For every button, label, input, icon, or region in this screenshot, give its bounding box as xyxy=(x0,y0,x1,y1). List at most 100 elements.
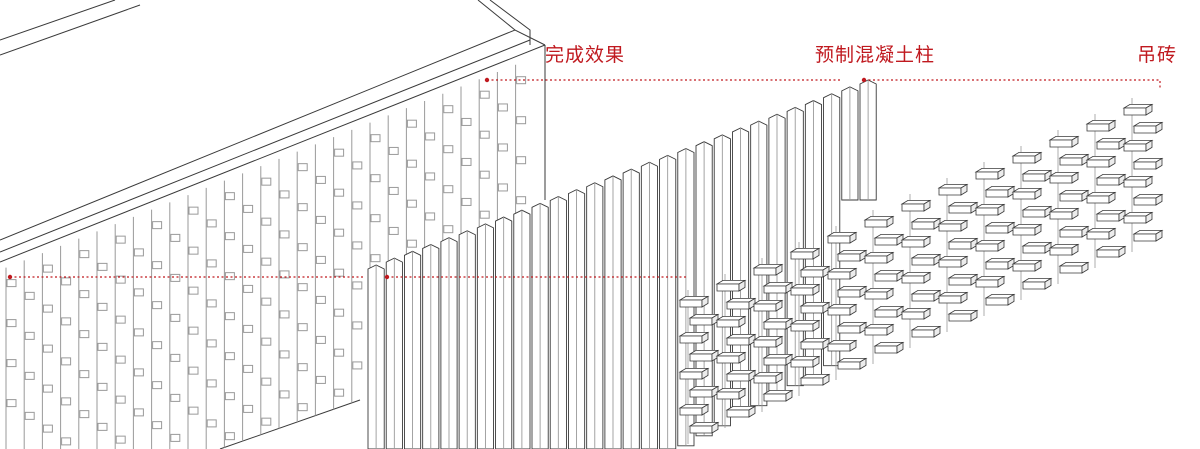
facade-brick xyxy=(243,324,254,333)
brick-front xyxy=(716,319,740,328)
facade-brick xyxy=(61,317,72,326)
facade-brick xyxy=(6,279,17,288)
brick-front xyxy=(938,259,962,268)
facade-brick xyxy=(443,105,454,114)
brick-front xyxy=(938,295,962,304)
ground-line xyxy=(219,399,361,449)
facade-brick xyxy=(243,284,254,293)
brick-front xyxy=(679,407,703,416)
facade-brick xyxy=(315,295,326,304)
brick-front xyxy=(1022,245,1046,254)
brick-front xyxy=(1123,107,1147,116)
brick-side xyxy=(923,307,931,320)
brick-side xyxy=(812,319,820,332)
facade-brick xyxy=(370,254,381,263)
facade-brick xyxy=(206,219,217,228)
brick-side xyxy=(1081,261,1089,274)
facade-brick xyxy=(224,312,235,321)
brick-side xyxy=(960,183,968,196)
brick-front xyxy=(874,273,898,282)
facade-brick xyxy=(261,377,272,386)
brick-side xyxy=(738,351,746,364)
brick-side xyxy=(1108,155,1116,168)
brick-front xyxy=(1133,125,1157,134)
brick-front xyxy=(1086,123,1110,132)
facade-brick xyxy=(188,406,199,415)
brick-front xyxy=(948,205,972,214)
facade-brick xyxy=(224,392,235,401)
facade-brick xyxy=(224,272,235,281)
facade-brick xyxy=(334,228,345,237)
brick-front xyxy=(1012,155,1036,164)
facade-brick xyxy=(133,408,144,417)
brick-side xyxy=(997,239,1005,252)
brick-front xyxy=(1096,177,1120,186)
facade-brick xyxy=(352,281,363,290)
facade-brick xyxy=(334,188,345,197)
facade-brick xyxy=(42,264,53,273)
brick-front xyxy=(985,261,1009,270)
facade-brick xyxy=(425,172,436,181)
brick-front xyxy=(985,189,1009,198)
brick-side xyxy=(849,231,857,244)
brick-side xyxy=(1034,223,1042,236)
facade-brick xyxy=(497,183,508,192)
brick-side xyxy=(886,287,894,300)
brick-side xyxy=(923,271,931,284)
brick-side xyxy=(701,295,709,308)
facade-brick xyxy=(79,250,90,259)
brick-front xyxy=(1049,247,1073,256)
brick-front xyxy=(874,309,898,318)
brick-side xyxy=(775,371,783,384)
facade-brick xyxy=(297,203,308,212)
brick-front xyxy=(938,223,962,232)
brick-front xyxy=(689,389,713,398)
brick-side xyxy=(886,323,894,336)
facade-brick xyxy=(206,299,217,308)
facade-brick xyxy=(79,410,90,419)
facade-brick xyxy=(297,283,308,292)
facade-brick xyxy=(61,357,72,366)
facade-brick xyxy=(261,417,272,426)
brick-front xyxy=(938,187,962,196)
facade-brick xyxy=(206,259,217,268)
brick-front xyxy=(726,373,750,382)
facade-brick xyxy=(479,130,490,139)
facade-brick xyxy=(115,235,126,244)
facade-brick xyxy=(261,217,272,226)
brick-front xyxy=(827,307,851,316)
facade-brick xyxy=(224,432,235,441)
brick-side xyxy=(859,357,867,370)
label-completed-effect: 完成效果 xyxy=(545,44,626,66)
brick-front xyxy=(1133,233,1157,242)
facade-brick xyxy=(425,132,436,141)
facade-brick xyxy=(479,90,490,99)
brick-front xyxy=(1012,263,1036,272)
facade-brick xyxy=(61,277,72,286)
brick-front xyxy=(753,375,777,384)
facade-brick xyxy=(334,148,345,157)
brick-side xyxy=(1007,293,1015,306)
facade-brick xyxy=(42,344,53,353)
brick-front xyxy=(1012,227,1036,236)
brick-front xyxy=(864,327,888,336)
brick-side xyxy=(1145,139,1153,152)
brick-side xyxy=(1034,151,1042,164)
brick-front xyxy=(975,279,999,288)
facade-brick xyxy=(115,395,126,404)
brick-front xyxy=(800,341,824,350)
brick-side xyxy=(960,291,968,304)
brick-side xyxy=(886,251,894,264)
roof-corner-line xyxy=(477,0,516,31)
facade-brick xyxy=(279,390,290,399)
facade-brick xyxy=(425,212,436,221)
brick-front xyxy=(1123,179,1147,188)
brick-side xyxy=(701,331,709,344)
brick-side xyxy=(997,167,1005,180)
leader-facade-middle-dot xyxy=(384,274,390,280)
facade-brick xyxy=(24,331,35,340)
facade-brick xyxy=(297,403,308,412)
facade-brick xyxy=(315,255,326,264)
facade-brick xyxy=(97,422,108,431)
facade-brick xyxy=(24,411,35,420)
